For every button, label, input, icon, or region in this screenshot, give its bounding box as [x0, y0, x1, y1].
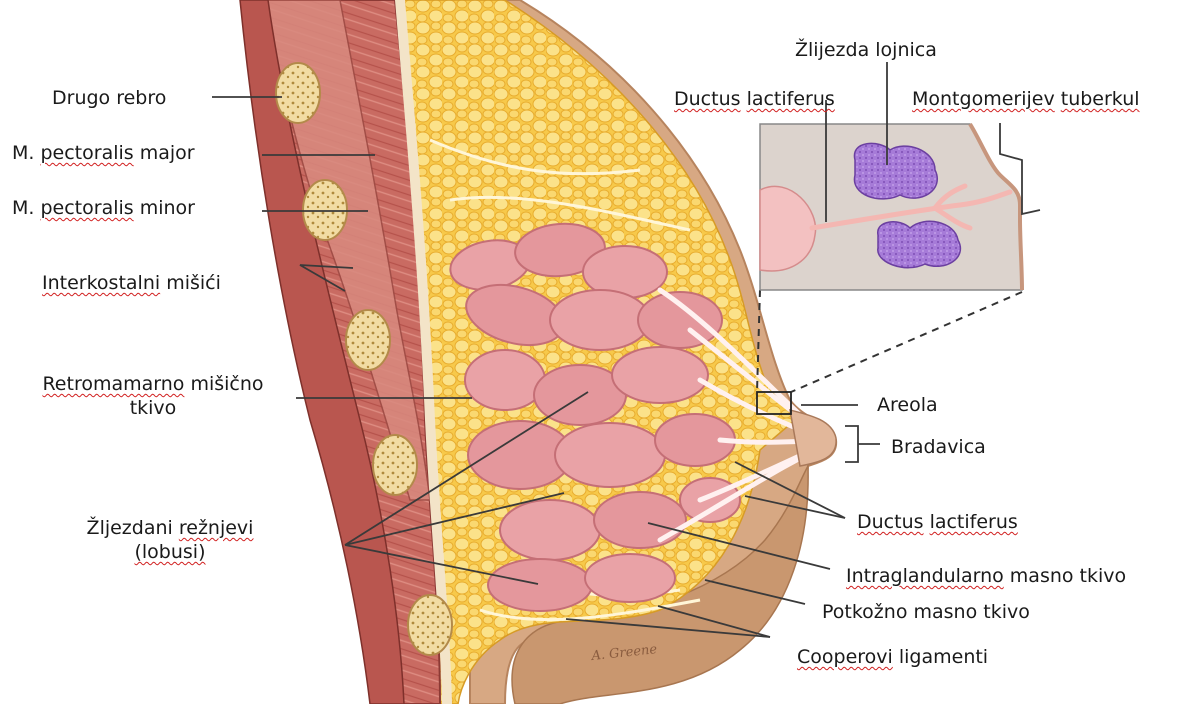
label-areola: Areola: [877, 393, 938, 417]
rib: [303, 180, 347, 240]
rib-2: [276, 63, 320, 123]
label-pectoralis-major: M. pectoralis major: [12, 141, 195, 165]
label-interkostalni: Interkostalni mišići: [42, 271, 221, 295]
label-drugo-rebro: Drugo rebro: [52, 86, 166, 110]
label-cooperovi: Cooperovi ligamenti: [797, 645, 988, 669]
label-retromamarno: Retromamarno mišično tkivo: [8, 372, 298, 420]
label-pectoralis-minor: M. pectoralis minor: [12, 196, 195, 220]
zoom-lines: [757, 290, 1022, 392]
sebaceous-gland-bottom: [878, 221, 961, 267]
label-ductus-lactiferus-top: Ductus lactiferus: [674, 87, 835, 111]
label-intraglandularno: Intraglandularno masno tkivo: [846, 564, 1126, 588]
label-ductus-lactiferus-bottom: Ductus lactiferus: [857, 510, 1018, 534]
label-zlijezda-lojnica: Žlijezda lojnica: [795, 38, 937, 62]
label-zljezdani: Žljezdani režnjevi (lobusi): [50, 516, 290, 564]
label-potkozno: Potkožno masno tkivo: [822, 600, 1030, 624]
label-bradavica: Bradavica: [891, 435, 986, 459]
label-montgomerijev: Montgomerijev tuberkul: [912, 87, 1140, 111]
rib: [346, 310, 390, 370]
rib: [408, 595, 452, 655]
rib: [373, 435, 417, 495]
inset-panel: [760, 124, 1022, 290]
sebaceous-gland-top: [854, 143, 937, 198]
